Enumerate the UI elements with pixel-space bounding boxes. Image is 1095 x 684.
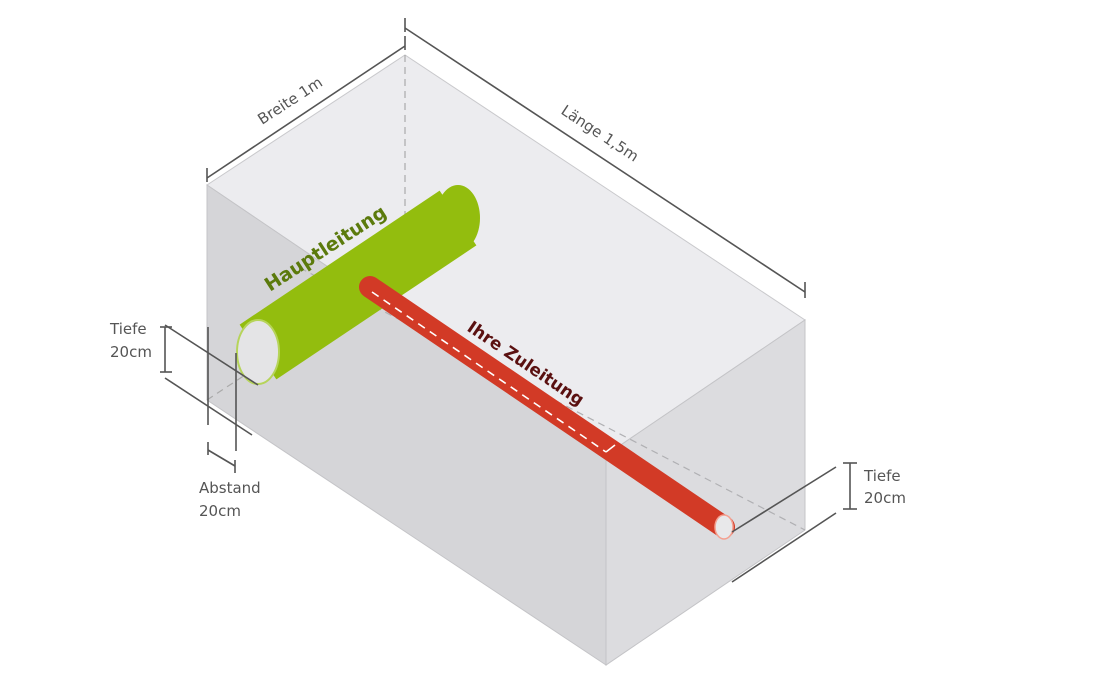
- right-depth-dimension: [731, 462, 857, 583]
- distance-label-1: Abstand: [199, 479, 261, 497]
- main-pipe: [236, 185, 480, 385]
- your-pipe-end: [714, 514, 734, 540]
- width-dimension: [206, 36, 406, 182]
- right-depth-label-2: 20cm: [864, 489, 906, 507]
- hidden-edge: [206, 374, 246, 401]
- left-depth-label-2: 20cm: [110, 343, 152, 361]
- length-dimension: [404, 18, 806, 298]
- hidden-edge: [299, 267, 806, 531]
- right-depth-label-1: Tiefe: [863, 467, 901, 485]
- distance-label-2: 20cm: [199, 502, 241, 520]
- your-pipe: [359, 276, 735, 540]
- distance-dimension: [207, 327, 237, 473]
- main-pipe-end: [236, 319, 280, 385]
- left-depth-label-1: Tiefe: [109, 320, 147, 338]
